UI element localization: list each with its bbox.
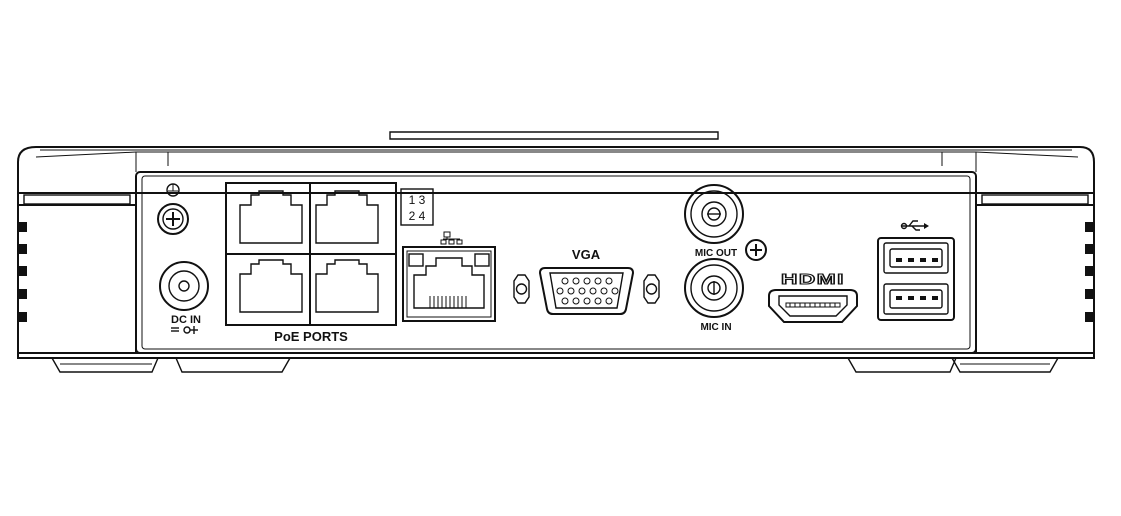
usb-icon — [900, 220, 929, 231]
dc-in-port[interactable] — [159, 261, 209, 311]
network-icon — [440, 231, 463, 245]
poe-port-4[interactable] — [315, 259, 379, 313]
port-map-row1: 1 3 — [409, 193, 426, 207]
usb-port-2[interactable] — [883, 283, 949, 315]
usb-port-block — [877, 237, 955, 321]
poe-ports-block — [225, 182, 397, 326]
network-port[interactable] — [402, 246, 496, 322]
vga-screw-right — [643, 274, 660, 304]
feet — [51, 357, 1059, 373]
panel-screw — [745, 239, 767, 261]
poe-port-1[interactable] — [239, 190, 303, 244]
vga-label: VGA — [572, 247, 601, 262]
mic-out-label: MIC OUT — [695, 248, 737, 259]
hdmi-logo-text: HDMI — [781, 271, 845, 288]
mic-in-port[interactable] — [684, 258, 744, 318]
poe-port-2[interactable] — [239, 259, 303, 313]
mic-out-port[interactable] — [684, 184, 744, 244]
usb-port-1[interactable] — [883, 242, 949, 274]
dc-polarity-icon — [171, 326, 198, 334]
hdmi-port[interactable] — [768, 289, 858, 323]
dc-in-label: DC IN — [171, 314, 201, 326]
port-map-row2: 2 4 — [409, 209, 426, 223]
ground-icon — [166, 183, 180, 197]
hdmi-logo: HDMI — [780, 270, 845, 288]
poe-port-3[interactable] — [315, 190, 379, 244]
poe-ports-label: PoE PORTS — [274, 329, 348, 344]
vga-screw-left — [513, 274, 530, 304]
port-map: 1 3 2 4 — [400, 188, 434, 226]
mic-in-label: MIC IN — [700, 322, 731, 333]
chassis — [17, 131, 1095, 359]
vga-port[interactable] — [538, 267, 635, 315]
grounding-screw-icon[interactable] — [157, 203, 189, 235]
